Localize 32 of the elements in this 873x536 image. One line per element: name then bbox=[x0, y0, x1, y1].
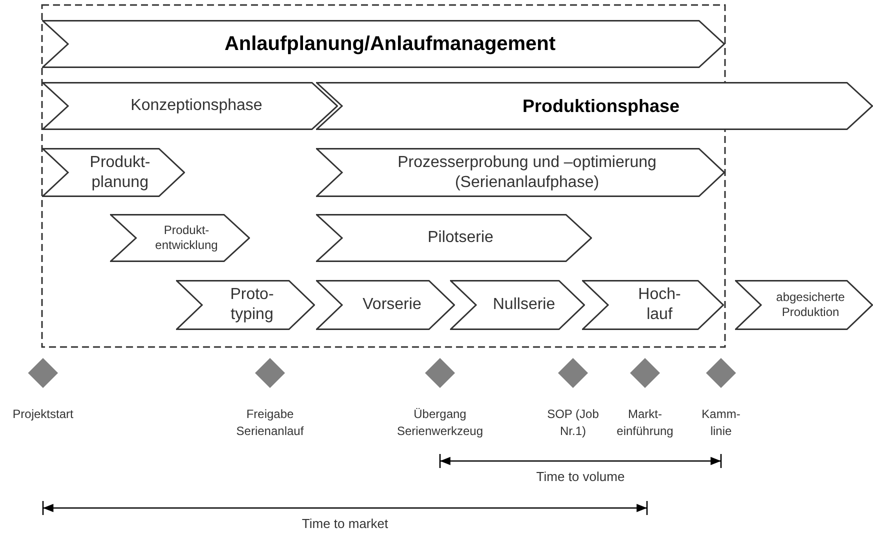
phase-label: abgesicherte Produktion bbox=[775, 290, 846, 320]
milestone-label: SOP (Job Nr.1) bbox=[546, 406, 600, 440]
phase-label: Produktionsphase bbox=[522, 94, 680, 118]
phase-block bbox=[42, 82, 338, 130]
phase-label: Produkt- entwicklung bbox=[154, 223, 219, 253]
phase-block bbox=[110, 214, 250, 262]
phase-block bbox=[42, 148, 185, 197]
phase-label: Nullserie bbox=[492, 295, 556, 315]
milestone-label: Markt- einführung bbox=[616, 406, 674, 440]
milestone-label: Projektstart bbox=[12, 406, 74, 423]
phase-label: Proto- typing bbox=[229, 285, 275, 325]
phase-block bbox=[316, 148, 725, 197]
phase-block bbox=[316, 82, 873, 130]
phase-block bbox=[582, 280, 724, 330]
milestone-label: Kamm- linie bbox=[700, 406, 742, 440]
phase-block bbox=[316, 280, 455, 330]
phase-label: Vorserie bbox=[362, 295, 422, 315]
phase-label: Hoch- lauf bbox=[637, 285, 682, 325]
milestone-label: Freigabe Serienanlauf bbox=[235, 406, 305, 440]
phase-block bbox=[316, 214, 592, 262]
phase-label: Konzeptionsphase bbox=[130, 96, 262, 116]
dimension-label: Time to volume bbox=[536, 468, 625, 486]
phase-block bbox=[176, 280, 315, 330]
phase-label: Produkt- planung bbox=[88, 152, 152, 192]
phase-label: Anlaufplanung/Anlaufmanagement bbox=[224, 32, 556, 56]
phase-label: Pilotserie bbox=[428, 228, 494, 248]
dimension-label: Time to market bbox=[302, 515, 388, 533]
phase-block bbox=[450, 280, 585, 330]
phase-block bbox=[735, 280, 873, 330]
phase-block bbox=[42, 20, 725, 68]
phase-label: Prozesserprobung und –optimierung (Serienanlaufphase) bbox=[396, 152, 658, 192]
milestone-label: Übergang Serienwerkzeug bbox=[396, 406, 484, 440]
